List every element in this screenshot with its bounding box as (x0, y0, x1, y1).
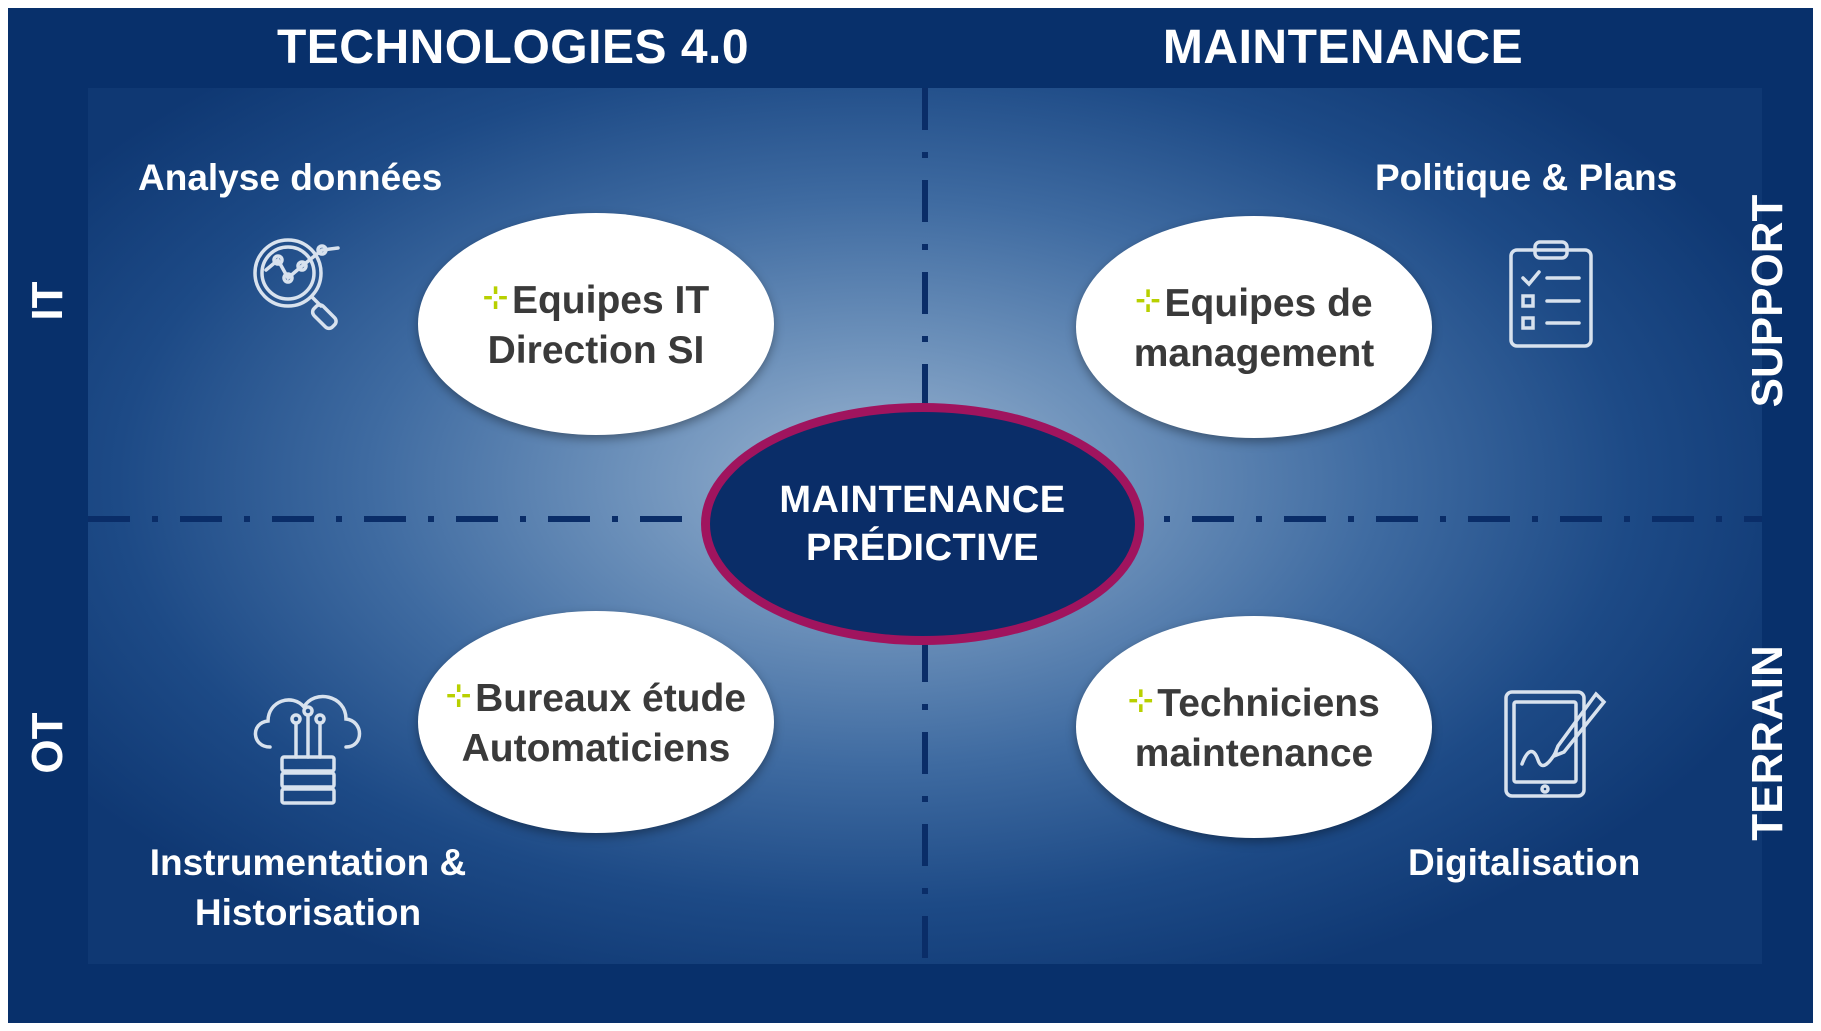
diagram-frame: TECHNOLOGIES 4.0 MAINTENANCE IT OT SUPPO… (8, 8, 1813, 1023)
spark-icon: ⊹ (1135, 283, 1161, 317)
label-instrumentation-line2: Historisation (194, 892, 422, 933)
spark-icon: ⊹ (445, 678, 472, 712)
center-line1: MAINTENANCE (779, 479, 1066, 521)
side-label-terrain: TERRAIN (1743, 645, 1792, 841)
side-label-it: IT (23, 281, 72, 321)
bubble-management-line2: management (1133, 331, 1375, 375)
label-analyse-donnees: Analyse données (138, 157, 443, 198)
bubble-equipes-it-line1: Equipes IT (511, 278, 710, 322)
cloud-server-icon (246, 685, 371, 810)
bubble-techniciens-line2: maintenance (1134, 731, 1374, 775)
bubble-techniciens: ⊹Techniciens maintenance (1076, 616, 1432, 838)
bubble-equipes-it: ⊹Equipes IT Direction SI (418, 213, 774, 435)
bubble-equipes-management: ⊹Equipes de management (1076, 216, 1432, 438)
bubble-bureaux-line2: Automaticiens (461, 726, 731, 770)
spark-icon: ⊹ (482, 280, 508, 314)
center-line2: PRÉDICTIVE (805, 527, 1040, 569)
tablet-pen-icon (1498, 686, 1608, 806)
label-digitalisation: Digitalisation (1408, 842, 1641, 883)
side-label-support: SUPPORT (1743, 194, 1792, 408)
header-technologies: TECHNOLOGIES 4.0 (276, 21, 750, 74)
side-label-ot: OT (23, 712, 72, 774)
center-maintenance-predictive: MAINTENANCE PRÉDICTIVE (701, 403, 1144, 645)
clipboard-checklist-icon (1503, 236, 1598, 356)
label-instrumentation: Instrumentation & Historisation (113, 838, 503, 938)
bubble-bureaux-line1: Bureaux étude (475, 676, 747, 720)
bubble-bureaux-etude: ⊹Bureaux étude Automaticiens (418, 611, 774, 833)
spark-icon: ⊹ (1128, 683, 1154, 717)
header-maintenance: MAINTENANCE (1162, 21, 1524, 74)
data-analysis-icon (248, 228, 358, 343)
label-instrumentation-line1: Instrumentation & (149, 842, 467, 883)
label-politique-plans: Politique & Plans (1375, 157, 1678, 198)
bubble-equipes-it-line2: Direction SI (487, 328, 705, 372)
bubble-techniciens-line1: Techniciens (1157, 681, 1380, 725)
bubble-management-line1: Equipes de (1164, 281, 1373, 325)
